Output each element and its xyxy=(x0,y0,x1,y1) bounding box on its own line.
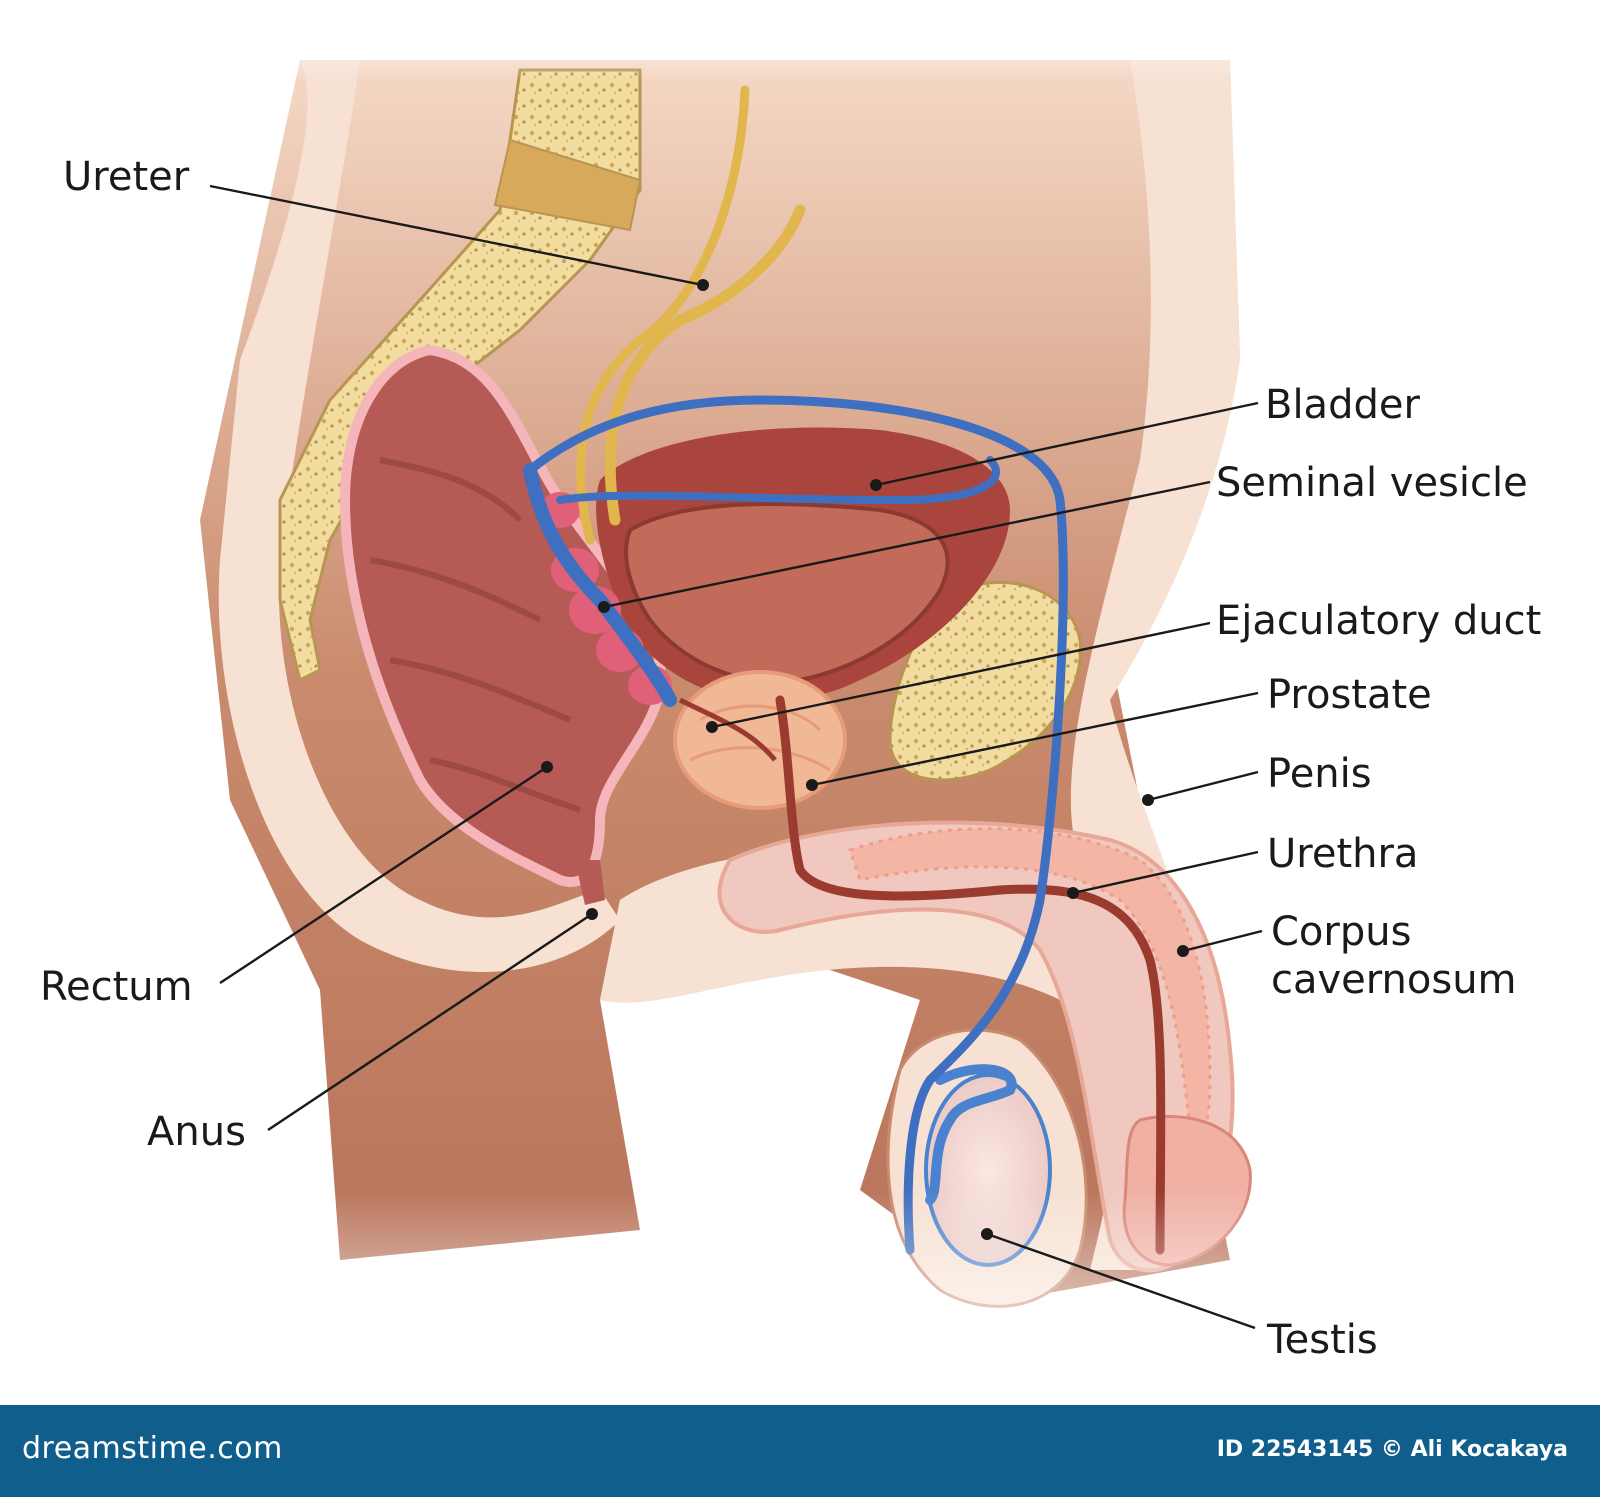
label-anus: Anus xyxy=(147,1109,246,1155)
prostate-gland xyxy=(673,670,847,810)
anal-canal xyxy=(575,860,605,905)
label-urethra: Urethra xyxy=(1267,831,1418,877)
labels: Ureter Bladder Seminal vesicle Ejaculato… xyxy=(40,154,1541,1363)
label-prostate: Prostate xyxy=(1267,672,1432,718)
image-credit: ID 22543145 © Ali Kocakaya xyxy=(1216,1437,1568,1462)
label-bladder: Bladder xyxy=(1265,382,1420,428)
label-ejaculatory-duct: Ejaculatory duct xyxy=(1216,598,1541,644)
vas-deferens xyxy=(523,395,1068,1255)
leader-lines xyxy=(209,184,1263,1330)
label-seminal-vesicle: Seminal vesicle xyxy=(1216,460,1528,506)
urethra-tube xyxy=(775,695,1166,1255)
brand-watermark: dreamstime.com xyxy=(22,1431,283,1466)
label-testis: Testis xyxy=(1266,1317,1378,1363)
label-penis: Penis xyxy=(1267,751,1372,797)
label-ureter: Ureter xyxy=(63,154,190,200)
label-rectum: Rectum xyxy=(40,964,193,1010)
ejaculatory-duct-tube xyxy=(678,697,777,762)
watermark-footer: dreamstime.com ID 22543145 © Ali Kocakay… xyxy=(0,1405,1600,1497)
label-corpus-line1: Corpus xyxy=(1271,909,1411,955)
label-corpus-line2: cavernosum xyxy=(1271,957,1517,1003)
anatomy-diagram: Ureter Bladder Seminal vesicle Ejaculato… xyxy=(0,0,1600,1405)
ureter-tubes xyxy=(576,85,806,545)
